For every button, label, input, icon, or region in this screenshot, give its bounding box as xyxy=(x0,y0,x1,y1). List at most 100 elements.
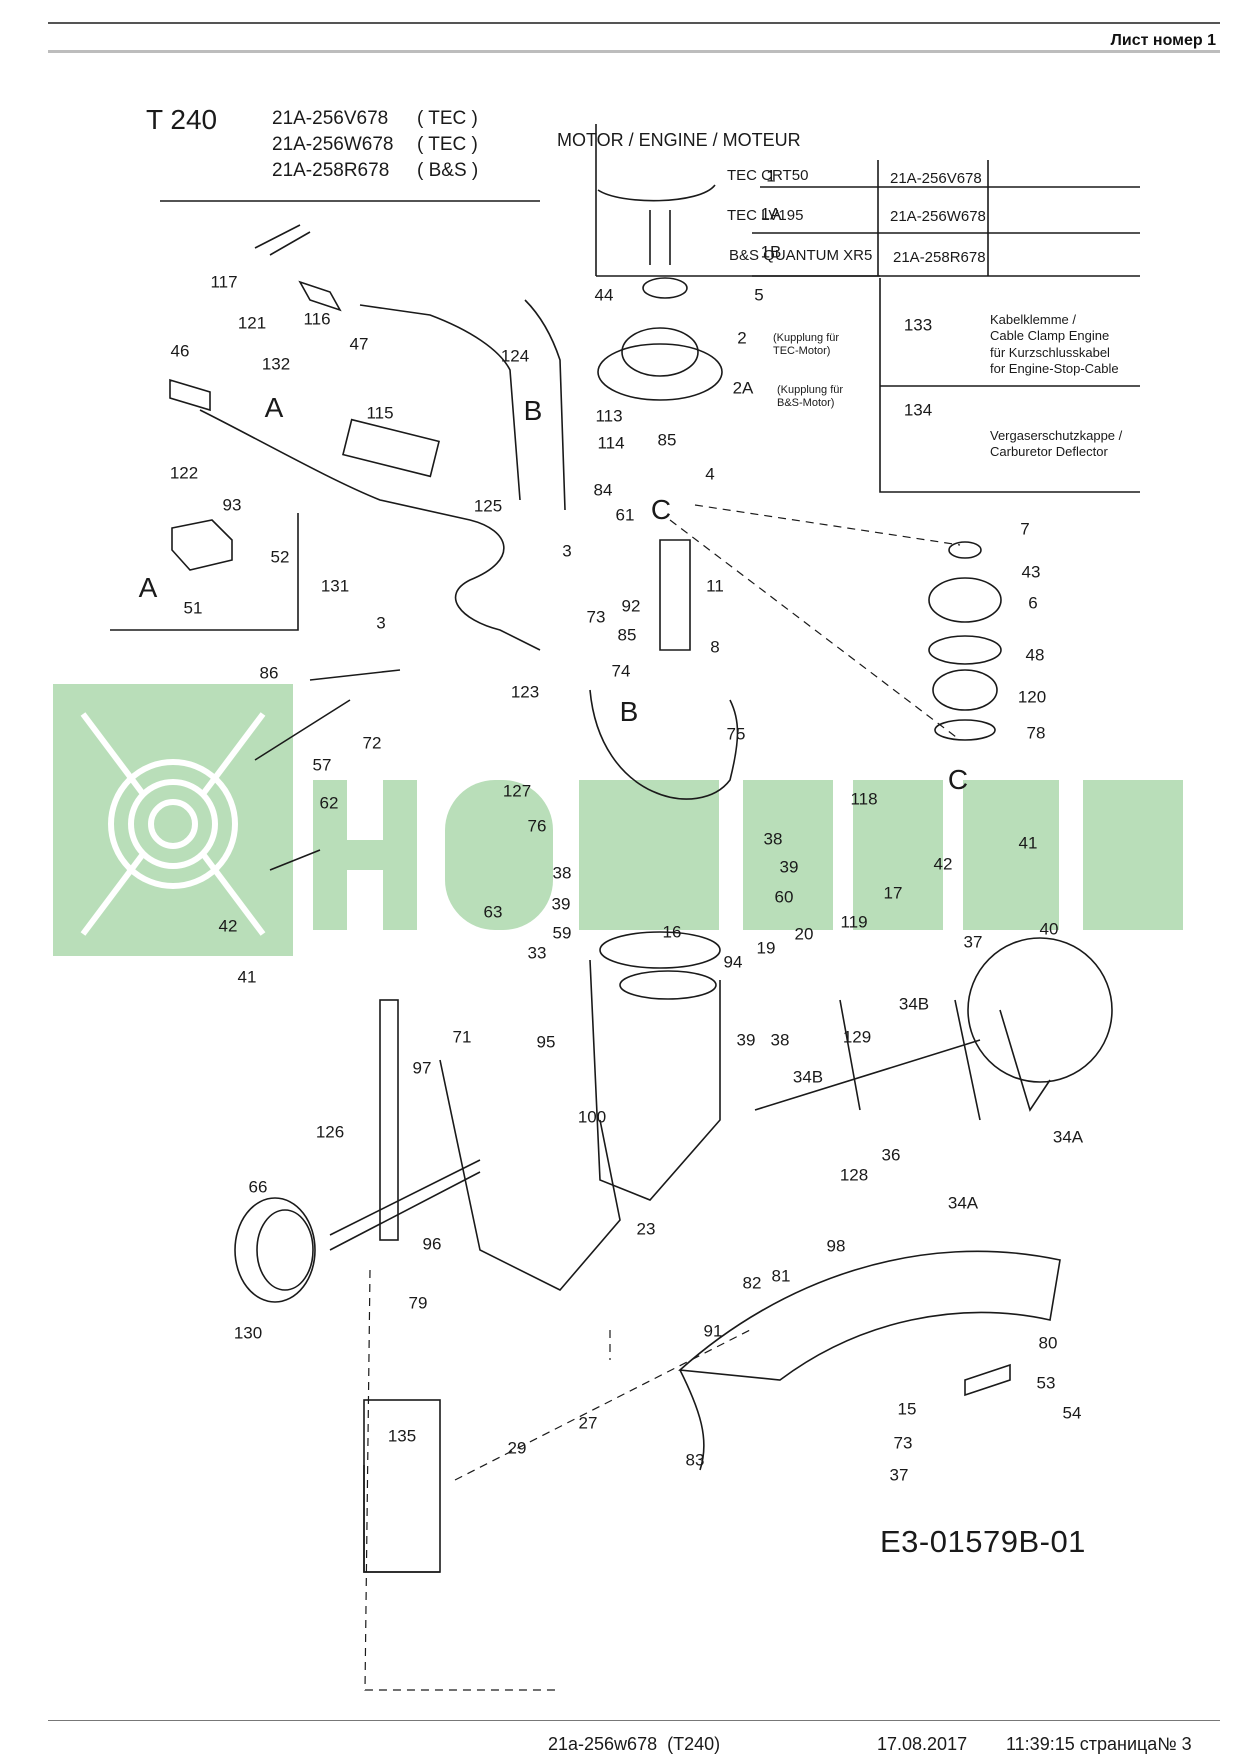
callout-135: 135 xyxy=(387,1426,417,1446)
callout-79: 79 xyxy=(408,1293,428,1313)
callout-82: 82 xyxy=(742,1273,762,1293)
callout-39-left: 39 xyxy=(551,894,571,914)
callout-125: 125 xyxy=(473,496,503,516)
callout-74: 74 xyxy=(611,661,631,681)
callout-96: 96 xyxy=(422,1234,442,1254)
variant-engine-3: ( B&S ) xyxy=(417,160,479,181)
callout-1b: 1B xyxy=(760,242,782,262)
footer-model-ref: 21a-256w678 (T240) xyxy=(548,1734,721,1754)
callout-36: 36 xyxy=(881,1145,901,1165)
callout-11: 11 xyxy=(706,576,724,596)
section-marker-b-lower: B xyxy=(619,696,639,727)
callout-76: 76 xyxy=(527,816,547,836)
footer-time-page: 11:39:15 страница№ 3 xyxy=(1006,1734,1192,1754)
coupling-note-tec: (Kupplung für TEC-Motor) xyxy=(773,332,840,357)
diagram-code: E3-01579B-01 xyxy=(880,1524,1086,1559)
callout-52: 52 xyxy=(270,547,290,567)
callout-27: 27 xyxy=(578,1413,598,1433)
callout-34a-right: 34A xyxy=(1052,1127,1084,1147)
callout-46: 46 xyxy=(170,341,190,361)
callout-122: 122 xyxy=(169,463,199,483)
coupling-note-bs: (Kupplung für B&S-Motor) xyxy=(777,384,844,409)
callout-84: 84 xyxy=(593,480,613,500)
section-marker-a-top: A xyxy=(264,392,284,423)
engine-code-3: 21A-258R678 xyxy=(893,249,986,266)
callout-98: 98 xyxy=(826,1236,846,1256)
callout-134: 134 xyxy=(903,400,933,420)
variant-engine-2: ( TEC ) xyxy=(417,134,478,155)
engine-name-2: TEC LV195 xyxy=(727,207,804,224)
callout-17: 17 xyxy=(883,883,903,903)
callout-97: 97 xyxy=(412,1058,432,1078)
callout-61: 61 xyxy=(615,505,635,525)
legend-cable-clamp-text: Kabelklemme / Cable Clamp Engine für Kur… xyxy=(990,312,1119,376)
callout-1: 1 xyxy=(766,166,776,186)
callout-117: 117 xyxy=(210,272,238,292)
callout-81: 81 xyxy=(771,1266,791,1286)
callout-119: 119 xyxy=(840,912,868,932)
callout-53: 53 xyxy=(1036,1373,1056,1393)
callout-3-upper: 3 xyxy=(562,541,572,561)
callout-2: 2 xyxy=(737,328,747,348)
engine-code-2: 21A-256W678 xyxy=(890,208,986,225)
engine-code-1: 21A-256V678 xyxy=(890,170,982,187)
callout-118: 118 xyxy=(850,789,878,809)
callout-5: 5 xyxy=(754,285,764,305)
callout-39: 39 xyxy=(779,857,799,877)
callout-63: 63 xyxy=(483,902,503,922)
footer-date: 17.08.2017 xyxy=(877,1734,968,1754)
callout-100: 100 xyxy=(577,1107,607,1127)
callout-127: 127 xyxy=(502,781,532,801)
variant-engine-1: ( TEC ) xyxy=(417,108,478,129)
callout-85-lower: 85 xyxy=(617,625,637,645)
callout-41-left: 41 xyxy=(237,967,257,987)
callout-2a: 2A xyxy=(732,378,754,398)
callout-38-lower: 38 xyxy=(770,1030,790,1050)
callout-37: 37 xyxy=(963,932,983,952)
callout-29: 29 xyxy=(507,1438,527,1458)
callout-59: 59 xyxy=(552,923,572,943)
callout-33: 33 xyxy=(527,943,547,963)
section-marker-c-lower: C xyxy=(947,764,969,795)
callout-130: 130 xyxy=(233,1323,263,1343)
callout-131: 131 xyxy=(320,576,350,596)
callout-34a-lower: 34A xyxy=(947,1193,979,1213)
callout-91: 91 xyxy=(703,1321,723,1341)
callout-3-left: 3 xyxy=(376,613,386,633)
variant-code-3: 21A-258R678 xyxy=(272,160,390,181)
sheet-label: Лист номер 1 xyxy=(1110,32,1216,49)
callout-86: 86 xyxy=(259,663,279,683)
callout-38: 38 xyxy=(763,829,783,849)
callout-43: 43 xyxy=(1021,562,1041,582)
callout-62: 62 xyxy=(319,793,339,813)
callout-8: 8 xyxy=(710,637,720,657)
callout-94: 94 xyxy=(723,952,743,972)
callout-85-upper: 85 xyxy=(657,430,677,450)
engine-name-3: B&S QUANTUM XR5 xyxy=(729,247,873,264)
callout-126: 126 xyxy=(315,1122,345,1142)
callout-16: 16 xyxy=(662,922,682,942)
callout-37-lower: 37 xyxy=(889,1465,909,1485)
callout-129: 129 xyxy=(842,1027,872,1047)
callout-72: 72 xyxy=(362,733,382,753)
callout-7: 7 xyxy=(1020,519,1030,539)
callout-57: 57 xyxy=(312,755,332,775)
model-title: T 240 xyxy=(146,104,218,135)
callout-80: 80 xyxy=(1038,1333,1058,1353)
callout-95: 95 xyxy=(536,1032,556,1052)
callout-93: 93 xyxy=(222,495,242,515)
callout-123: 123 xyxy=(510,682,540,702)
footer-rule xyxy=(48,1720,1220,1721)
callout-4: 4 xyxy=(705,464,715,484)
callout-116: 116 xyxy=(303,309,331,329)
callout-114: 114 xyxy=(597,433,625,453)
callout-44: 44 xyxy=(594,285,614,305)
callout-132: 132 xyxy=(261,354,291,374)
section-marker-a-lower: A xyxy=(138,572,158,603)
callout-20: 20 xyxy=(794,924,814,944)
callout-124: 124 xyxy=(500,346,530,366)
callout-42-right: 42 xyxy=(933,854,953,874)
legend-carburetor-text: Vergaserschutzkappe / Carburetor Deflect… xyxy=(990,428,1123,460)
callout-47: 47 xyxy=(349,334,369,354)
callout-83: 83 xyxy=(685,1450,705,1470)
